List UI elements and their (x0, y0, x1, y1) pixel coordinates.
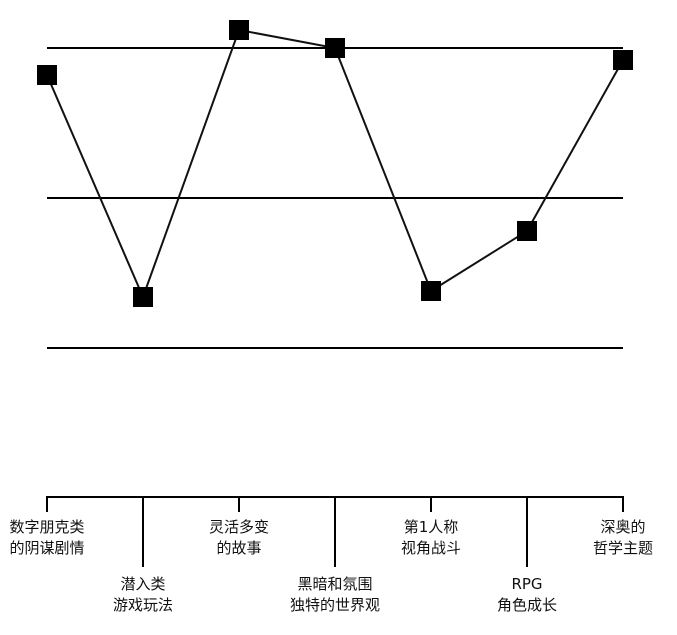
category-label-5-line-1: RPG (511, 575, 542, 593)
data-point-2 (229, 20, 249, 40)
category-label-6-line-1: 深奥的 (600, 518, 645, 536)
category-label-6-line-2: 哲学主题 (593, 539, 653, 557)
category-label-1-line-2: 游戏玩法 (113, 596, 173, 614)
category-label-3-line-1: 黑暗和氛围 (297, 575, 372, 593)
category-label-4-line-1: 第1人称 (404, 518, 459, 536)
category-label-1-line-1: 潜入类 (120, 575, 165, 593)
category-label-5-line-2: 角色成长 (497, 596, 557, 614)
series-line-group (46, 28, 624, 300)
series-line (46, 28, 624, 300)
category-label-3-line-2: 独特的世界观 (290, 596, 380, 614)
data-point-1 (133, 287, 153, 307)
data-point-5 (517, 221, 537, 241)
category-label-4-line-2: 视角战斗 (401, 539, 461, 557)
data-point-3 (325, 38, 345, 58)
data-point-0 (37, 65, 57, 85)
data-point-4 (421, 281, 441, 301)
data-markers (37, 20, 633, 307)
category-label-2-line-1: 灵活多变 (209, 518, 269, 536)
category-label-2-line-2: 的故事 (216, 539, 261, 557)
data-point-6 (613, 50, 633, 70)
category-label-0-line-2: 的阴谋剧情 (9, 539, 84, 557)
category-label-0-line-1: 数字朋克类 (9, 518, 84, 536)
